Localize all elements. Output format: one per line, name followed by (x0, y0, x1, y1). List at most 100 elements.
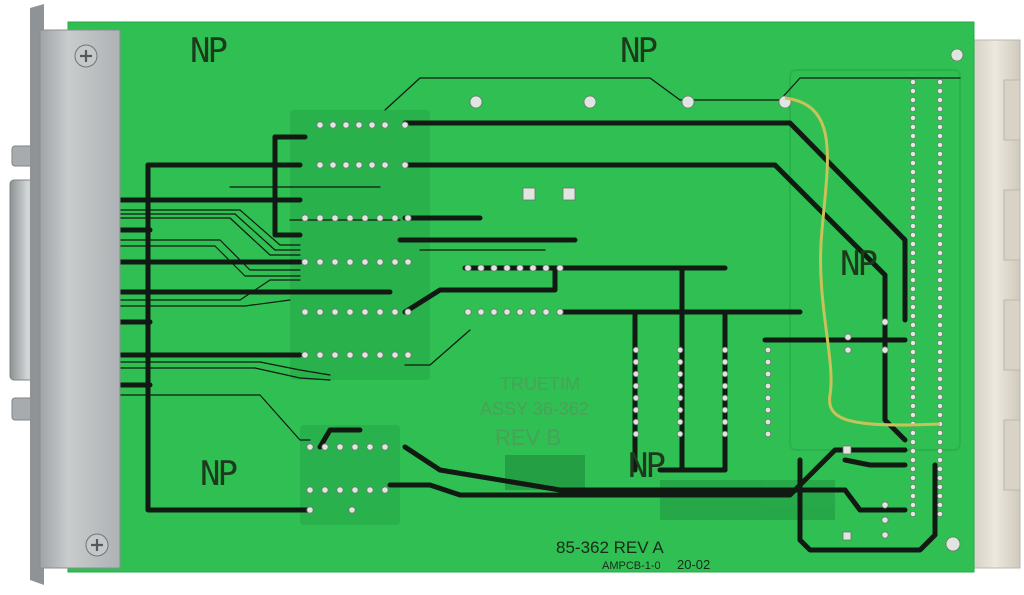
connector-pin (937, 448, 943, 454)
connector-pin (937, 511, 943, 517)
connector-pin (937, 430, 943, 436)
connector-pin (910, 448, 916, 454)
connector-pin (937, 475, 943, 481)
connector-pin (910, 268, 916, 274)
connector-pin (910, 502, 916, 508)
connector-pin (937, 385, 943, 391)
np-mark: NP (200, 454, 236, 494)
connector-pin (937, 214, 943, 220)
resistor-columns (632, 346, 772, 438)
np-marks: NP NP NP NP NP (190, 31, 879, 494)
ic-footprints (301, 48, 964, 552)
connector-pin (937, 286, 943, 292)
connector-pin (937, 205, 943, 211)
connector-pin (910, 250, 916, 256)
connector-pin (937, 223, 943, 229)
ic-u4 (464, 264, 564, 316)
connector-pin (937, 259, 943, 265)
connector-pin (910, 286, 916, 292)
connector-pin (937, 268, 943, 274)
connector-pin (910, 349, 916, 355)
connector-pin (937, 79, 943, 85)
edge-connector (969, 39, 1021, 569)
connector-pin (937, 304, 943, 310)
connector-pin (910, 367, 916, 373)
connector-pin (910, 178, 916, 184)
connector-pin (910, 151, 916, 157)
connector-pin (910, 439, 916, 445)
connector-pin (937, 403, 943, 409)
connector-pin (937, 322, 943, 328)
connector-pin (910, 376, 916, 382)
connector-pin (910, 322, 916, 328)
connector-pin (937, 331, 943, 337)
connector-pin (937, 106, 943, 112)
connector-pin (910, 412, 916, 418)
connector-pin (937, 133, 943, 139)
jumper-wire (784, 96, 941, 427)
ic-u2 (301, 214, 412, 266)
np-mark: NP (190, 31, 226, 71)
connector-pin (910, 493, 916, 499)
connector-pin (910, 232, 916, 238)
connector-pin (910, 115, 916, 121)
connector-pin (937, 295, 943, 301)
connector-pin (910, 403, 916, 409)
connector-pin (910, 475, 916, 481)
np-mark: NP (840, 244, 876, 284)
connector-pin (910, 466, 916, 472)
connector-pin (910, 88, 916, 94)
ic-u1 (316, 121, 409, 169)
connector-pin (937, 493, 943, 499)
connector-pin (937, 142, 943, 148)
connector-pin (910, 196, 916, 202)
connector-pin (910, 160, 916, 166)
fab-code-label: AMPCB-1-0 (602, 560, 661, 572)
connector-pin (910, 241, 916, 247)
connector-pin (910, 304, 916, 310)
connector-pin (937, 457, 943, 463)
np-mark: NP (620, 31, 656, 71)
connector-pin (910, 79, 916, 85)
connector-pin (910, 331, 916, 337)
connector-pin (910, 133, 916, 139)
date-code-label: 20-02 (677, 557, 710, 572)
connector-pin (937, 394, 943, 400)
connector-pin (910, 313, 916, 319)
connector-pin (910, 223, 916, 229)
connector-pin (910, 187, 916, 193)
connector-pin (910, 484, 916, 490)
connector-pin (910, 169, 916, 175)
ic-u3 (301, 308, 412, 359)
connector-pin (937, 367, 943, 373)
connector-pin (910, 124, 916, 130)
connector-pin (937, 358, 943, 364)
svg-text:REV B: REV B (495, 425, 561, 450)
connector-pin (910, 295, 916, 301)
connector-pin (910, 97, 916, 103)
connector-pin (910, 205, 916, 211)
connector-pin (910, 340, 916, 346)
connector-pin (910, 259, 916, 265)
connector-pin (910, 277, 916, 283)
np-mark: NP (628, 446, 664, 486)
connector-pin (937, 250, 943, 256)
connector-pin (937, 277, 943, 283)
connector-pin (937, 124, 943, 130)
connector-pin (937, 376, 943, 382)
connector-pin (937, 340, 943, 346)
ic-u5 (306, 443, 389, 514)
part-number-label: 85-362 REV A (556, 538, 664, 557)
connector-pin (910, 214, 916, 220)
connector-pin (910, 385, 916, 391)
connector-pin (910, 394, 916, 400)
connector-pin (937, 115, 943, 121)
connector-pin (937, 160, 943, 166)
connector-pin (937, 439, 943, 445)
connector-pin (910, 142, 916, 148)
connector-pin (937, 151, 943, 157)
connector-pin (910, 457, 916, 463)
connector-pin (937, 484, 943, 490)
connector-pin (937, 349, 943, 355)
connector-pin (937, 88, 943, 94)
